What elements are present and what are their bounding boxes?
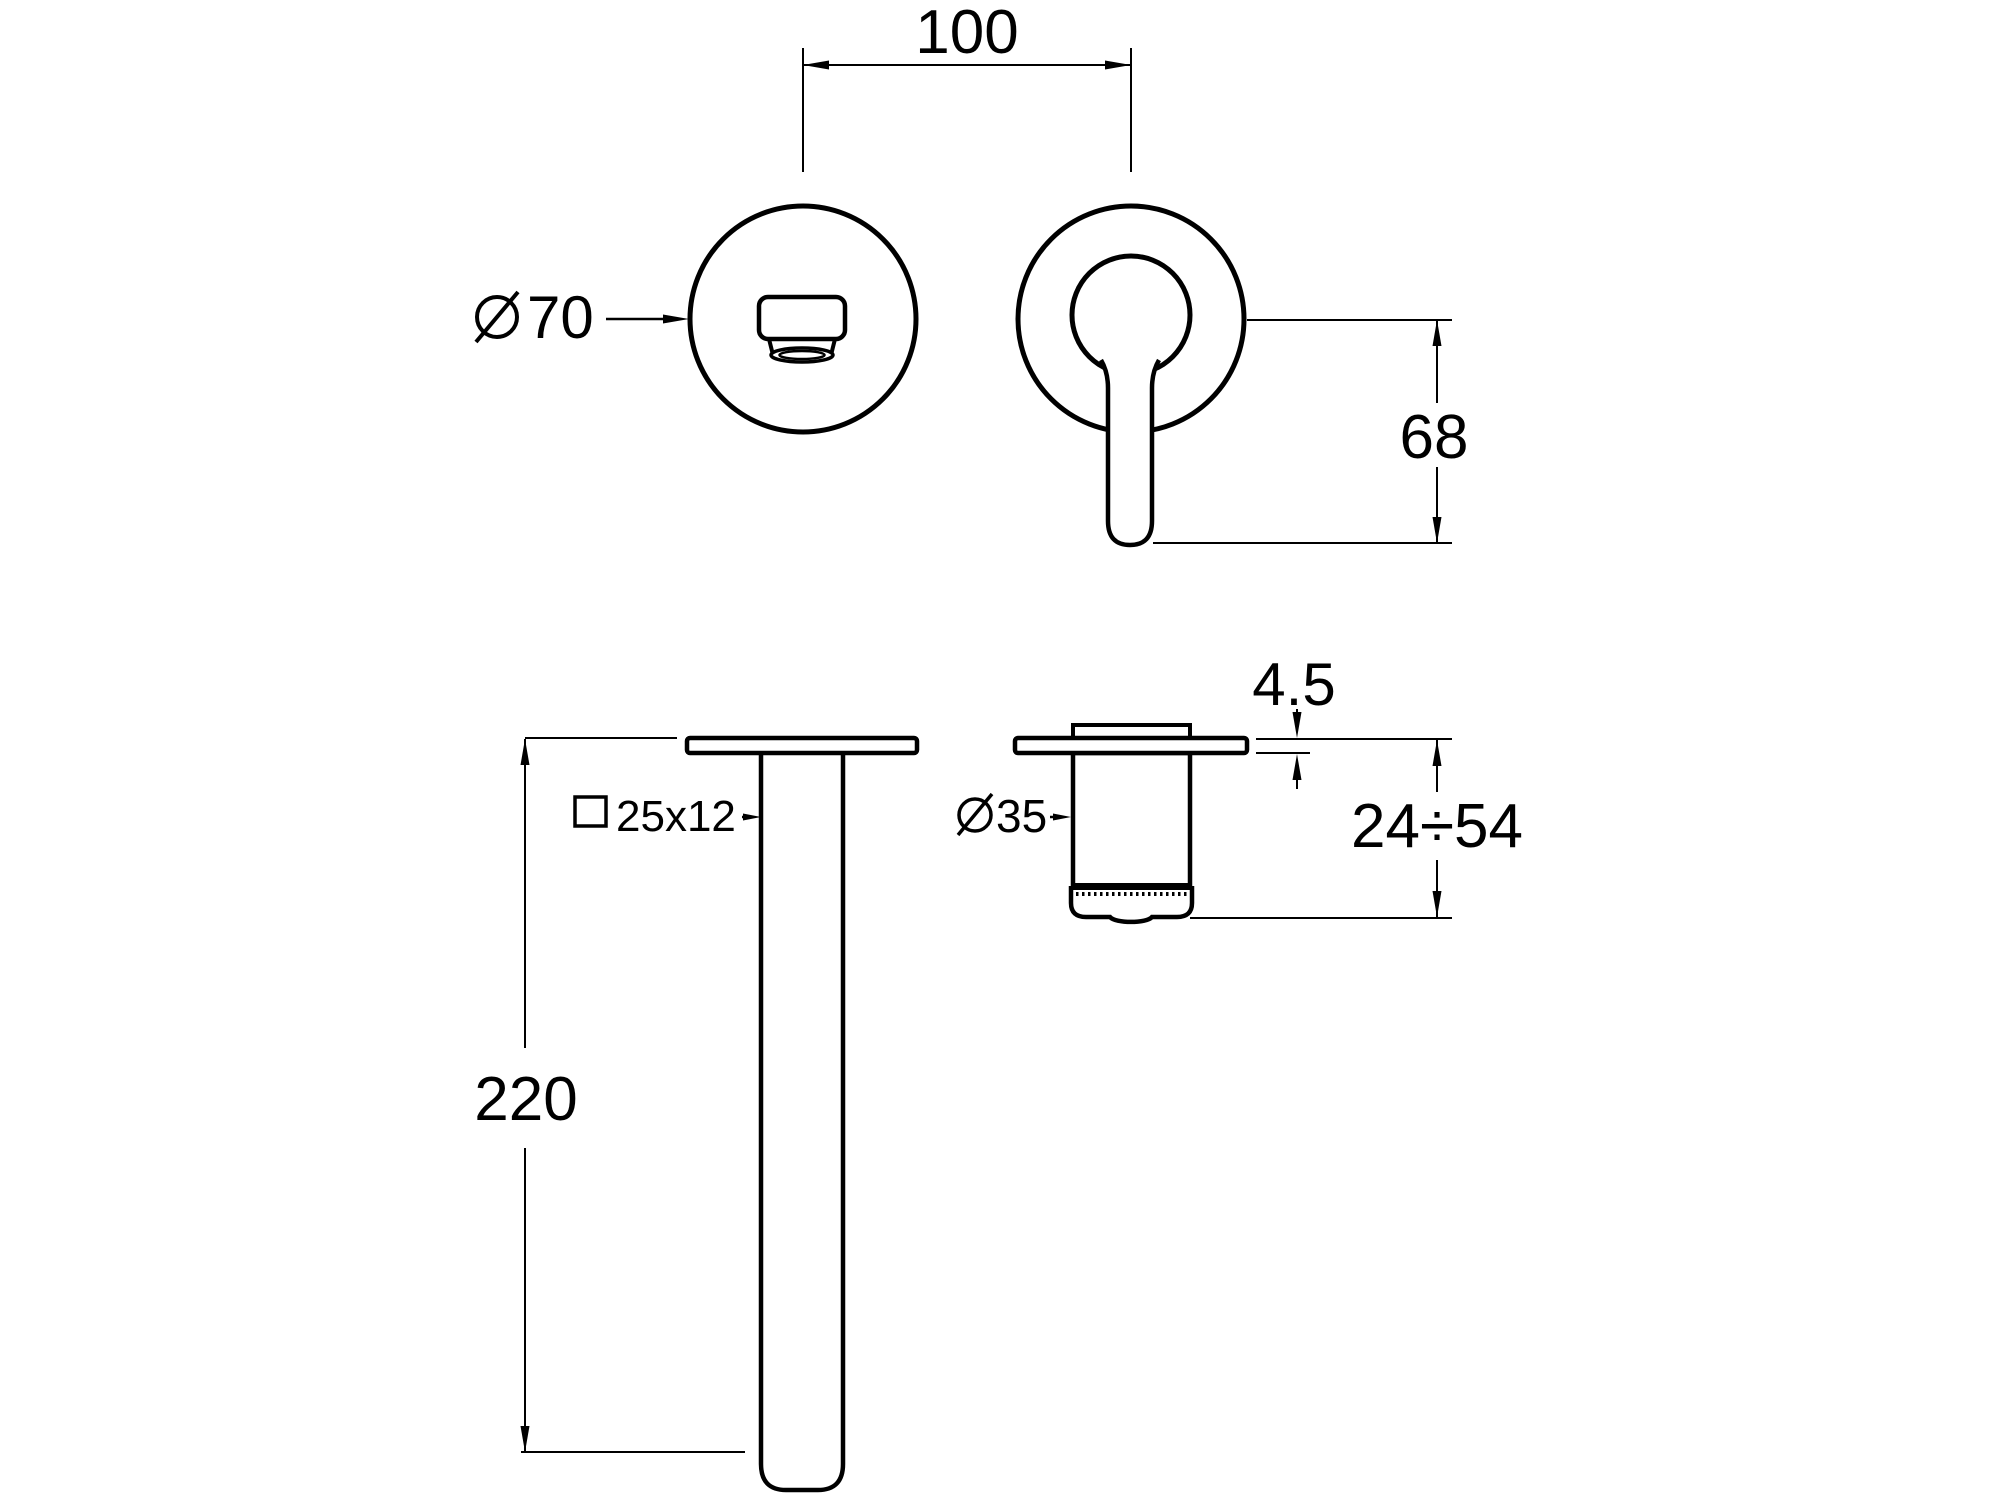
arrow-left-icon xyxy=(803,60,829,70)
label-section-25x12: 25x12 xyxy=(573,792,761,841)
lever-ring-circle xyxy=(1069,253,1193,377)
label-70-text: 70 xyxy=(527,284,594,351)
arrow-up-icon xyxy=(1432,740,1442,766)
square-symbol-icon xyxy=(573,795,608,828)
dim-68-text: 68 xyxy=(1400,403,1469,472)
arrow-down-icon xyxy=(1432,891,1442,917)
label-25x12-text: 25x12 xyxy=(616,792,736,841)
spout-tube xyxy=(758,753,846,1493)
label-diameter-70: 70 xyxy=(474,284,689,351)
dimension-4p5 xyxy=(1256,709,1452,789)
valve-trim-sleeve xyxy=(1070,750,1193,889)
valve-collar xyxy=(1068,886,1195,925)
dimension-220 xyxy=(520,737,745,1453)
valve-wall-flange xyxy=(1012,735,1250,756)
dimension-100 xyxy=(802,48,1132,172)
spout-rosette-circle xyxy=(687,203,919,435)
lever-handle xyxy=(1099,358,1161,548)
arrow-right-icon xyxy=(1105,60,1131,70)
spout-wall-flange xyxy=(684,735,920,756)
arrow-down-icon xyxy=(1292,712,1302,738)
arrow-up-icon xyxy=(1292,754,1302,780)
side-view-spout xyxy=(684,735,920,1493)
leader-arrow-icon xyxy=(1053,813,1071,821)
dim-4p5-text: 4.5 xyxy=(1252,651,1335,718)
front-view-spout-rosette xyxy=(687,203,919,435)
arrow-down-icon xyxy=(1432,517,1442,543)
diameter-symbol-icon xyxy=(957,797,993,833)
leader-arrow-icon xyxy=(743,813,761,821)
dim-220-text: 220 xyxy=(474,1065,577,1134)
dim-24-54-text: 24÷54 xyxy=(1351,792,1523,861)
dim-100-text: 100 xyxy=(915,0,1018,67)
dimension-68 xyxy=(1153,319,1452,544)
arrow-up-icon xyxy=(1432,320,1442,346)
front-view-mixer-rosette xyxy=(1015,203,1247,548)
side-view-valve xyxy=(1012,723,1250,925)
arrow-up-icon xyxy=(520,739,530,765)
aerator-bore xyxy=(778,349,826,361)
spout-body-front xyxy=(756,294,848,342)
label-35-text: 35 xyxy=(996,790,1047,842)
dimension-24-54 xyxy=(1190,740,1452,919)
label-diameter-35: 35 xyxy=(956,790,1071,842)
arrow-down-icon xyxy=(520,1426,530,1452)
diameter-symbol-icon xyxy=(475,295,519,339)
leader-arrow-icon xyxy=(663,314,689,324)
